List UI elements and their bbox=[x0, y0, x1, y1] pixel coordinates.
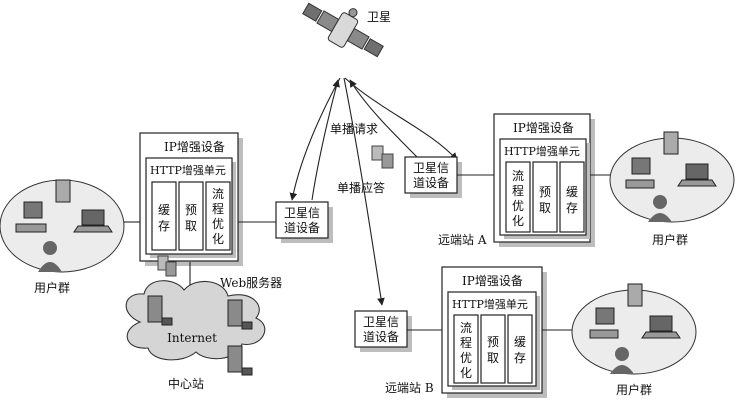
tablet-icon bbox=[663, 131, 679, 155]
remote-b-module-2: 预取 bbox=[487, 335, 499, 365]
remote-b-channel-label-2: 道设备 bbox=[363, 330, 399, 344]
link-sat-to-remote-b bbox=[343, 77, 385, 306]
remote-b-http-unit-label: HTTP增强单元 bbox=[452, 297, 528, 311]
remote-a-label: 远端站 A bbox=[438, 233, 487, 247]
remote-a-channel-label-1: 卫星信 bbox=[413, 161, 449, 175]
unicast-request-label: 单播请求 bbox=[330, 122, 378, 136]
remote-b-module-3: 缓存 bbox=[514, 335, 526, 365]
satellite-icon bbox=[302, 2, 384, 58]
packet-stack-icon bbox=[157, 255, 177, 277]
link-remote-a-to-sat bbox=[349, 79, 421, 161]
central-channel-label-2: 道设备 bbox=[284, 221, 320, 235]
internet-cloud bbox=[125, 280, 266, 361]
workstation-icon bbox=[625, 157, 655, 189]
server-icon bbox=[227, 345, 253, 376]
user-group-label-remote-a: 用户群 bbox=[652, 232, 688, 247]
central-module-2: 预取 bbox=[185, 203, 197, 233]
remote-b-ip-device: IP增强设备 HTTP增强单元 流程优化 预取 缓存 bbox=[441, 266, 547, 398]
remote-a-module-3: 缓存 bbox=[566, 185, 578, 215]
central-http-unit-label: HTTP增强单元 bbox=[150, 163, 226, 177]
remote-a-http-unit-label: HTTP增强单元 bbox=[504, 144, 580, 158]
workstation-icon bbox=[15, 201, 47, 233]
central-channel-label-1: 卫星信 bbox=[284, 206, 320, 220]
user-group-label-central: 用户群 bbox=[34, 280, 70, 295]
remote-b-sat-channel-device: 卫星信 道设备 bbox=[354, 310, 412, 352]
remote-a-ip-device-title: IP增强设备 bbox=[513, 121, 574, 135]
server-icon bbox=[147, 295, 173, 326]
user-group-label-remote-b: 用户群 bbox=[616, 382, 652, 397]
central-sat-channel-device: 卫星信 道设备 bbox=[275, 201, 333, 243]
remote-b-ip-device-title: IP增强设备 bbox=[462, 274, 523, 288]
remote-b-channel-label-1: 卫星信 bbox=[363, 315, 399, 329]
remote-a-ip-device: IP增强设备 HTTP增强单元 流程优化 预取 缓存 bbox=[493, 113, 595, 247]
laptop-icon bbox=[677, 163, 717, 187]
central-module-3: 流程优化 bbox=[212, 187, 224, 246]
user-icon bbox=[648, 195, 672, 222]
central-station-label: 中心站 bbox=[168, 376, 204, 391]
remote-a-channel-label-2: 道设备 bbox=[413, 176, 449, 190]
user-icon bbox=[610, 347, 634, 374]
remote-a-module-2: 预取 bbox=[539, 185, 551, 215]
user-icon bbox=[38, 241, 62, 272]
link-central-to-sat bbox=[311, 79, 340, 201]
remote-a-module-1: 流程优化 bbox=[512, 169, 524, 228]
tablet-icon bbox=[55, 179, 71, 203]
laptop-icon bbox=[641, 315, 681, 339]
remote-b-module-1: 流程优化 bbox=[460, 321, 472, 380]
central-ip-device-title: IP增强设备 bbox=[164, 140, 225, 154]
satellite-label: 卫星 bbox=[367, 10, 391, 24]
tablet-icon bbox=[627, 283, 643, 307]
central-module-1: 缓存 bbox=[158, 203, 170, 233]
data-packet-icon bbox=[371, 145, 394, 169]
web-server-label: Web服务器 bbox=[220, 275, 282, 290]
unicast-response-label: 单播应答 bbox=[337, 180, 385, 195]
laptop-icon bbox=[73, 209, 113, 233]
remote-a-sat-channel-device: 卫星信 道设备 bbox=[404, 156, 462, 198]
link-sat-to-remote-a bbox=[344, 77, 458, 161]
link-sat-to-central-channel bbox=[289, 77, 341, 201]
server-icon bbox=[227, 299, 253, 330]
central-ip-device: IP增强设备 HTTP增强单元 缓存 预取 流程优化 bbox=[139, 132, 243, 266]
remote-b-label: 远端站 B bbox=[385, 381, 434, 395]
internet-label: Internet bbox=[167, 331, 217, 345]
workstation-icon bbox=[589, 307, 619, 339]
